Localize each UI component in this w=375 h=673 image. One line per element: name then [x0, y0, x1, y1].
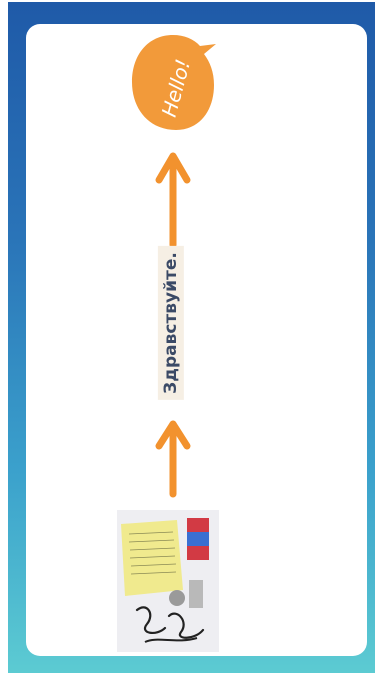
hello-sticker: Hello!	[128, 30, 218, 140]
letter-photo	[117, 510, 219, 652]
greeting-label: Здравствуйте.	[154, 238, 188, 408]
arrow-up-icon	[153, 150, 193, 250]
arrow-up-icon	[153, 418, 193, 498]
greeting-text: Здравствуйте.	[158, 246, 184, 400]
photo-icon	[117, 510, 219, 652]
